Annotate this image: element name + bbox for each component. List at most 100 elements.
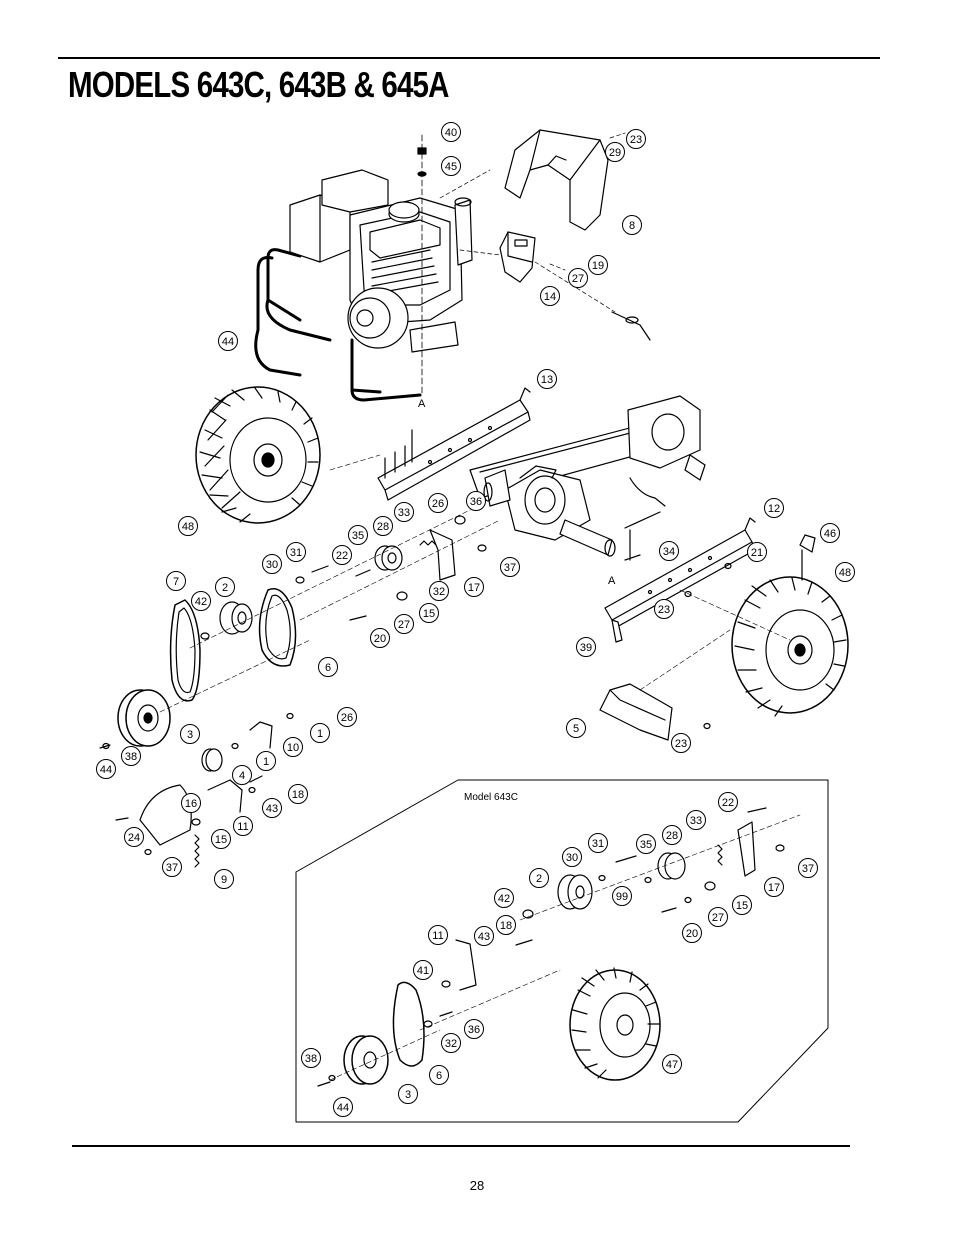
callout-bubble	[233, 816, 253, 836]
callout-number: 11	[432, 930, 443, 942]
callout-bubble	[191, 591, 211, 611]
callout-number: 48	[839, 567, 851, 579]
callout-bubble	[464, 1019, 484, 1039]
main-callout-40: 40	[441, 122, 461, 142]
callout-number: 17	[768, 882, 780, 894]
main-callout-24: 24	[124, 827, 144, 847]
callout-bubble	[626, 129, 646, 149]
callout-bubble	[124, 827, 144, 847]
callout-number: 35	[640, 839, 652, 851]
callout-number: 20	[686, 928, 698, 940]
callout-number: 44	[337, 1102, 349, 1114]
callout-number: 2	[536, 873, 542, 885]
callout-number: 39	[580, 642, 592, 654]
callout-number: 17	[468, 582, 480, 594]
callout-number: 18	[292, 789, 304, 801]
main-callout-23: 23	[671, 733, 691, 753]
callout-number: 28	[666, 830, 678, 842]
callout-bubble	[288, 784, 308, 804]
main-callout-23: 23	[626, 129, 646, 149]
callout-bubble	[708, 907, 728, 927]
callout-number: 9	[221, 874, 227, 886]
callout-bubble	[398, 1084, 418, 1104]
callout-bubble	[286, 542, 306, 562]
callout-number: 13	[541, 374, 553, 386]
callout-number: 19	[592, 260, 604, 272]
callout-bubble	[370, 628, 390, 648]
callout-bubble	[494, 888, 514, 908]
callout-number: 48	[182, 521, 194, 533]
callout-number: 34	[663, 546, 675, 558]
callout-number: 15	[423, 608, 435, 620]
main-callout-43: 43	[262, 798, 282, 818]
main-callout-15: 15	[419, 603, 439, 623]
callout-number: 27	[712, 912, 724, 924]
callout-bubble	[500, 557, 520, 577]
callout-number: 42	[498, 893, 510, 905]
callout-bubble	[166, 571, 186, 591]
callout-number: 6	[325, 662, 331, 674]
callout-bubble	[373, 516, 393, 536]
inset-callout-27: 27	[708, 907, 728, 927]
inset-callout-44: 44	[333, 1097, 353, 1117]
callout-bubble	[121, 746, 141, 766]
callout-bubble	[835, 562, 855, 582]
main-callout-19: 19	[588, 255, 608, 275]
callout-bubble	[413, 960, 433, 980]
callout-number: 26	[432, 498, 444, 510]
top-rule	[58, 57, 880, 59]
inset-callout-43: 43	[474, 926, 494, 946]
main-callout-45: 45	[441, 156, 461, 176]
callout-number: 45	[445, 161, 457, 173]
callout-number: 44	[100, 764, 112, 776]
main-callout-2: 2	[215, 577, 235, 597]
belt-cover	[504, 129, 609, 231]
callout-number: 27	[572, 273, 584, 285]
callout-bubble	[622, 215, 642, 235]
callout-number: 44	[222, 336, 234, 348]
callout-bubble	[764, 498, 784, 518]
callout-bubble	[659, 541, 679, 561]
callout-bubble	[820, 523, 840, 543]
callout-number: 14	[544, 291, 556, 303]
callout-bubble	[718, 792, 738, 812]
callout-number: 36	[468, 1024, 480, 1036]
callout-bubble	[441, 1033, 461, 1053]
inset-callout-47: 47	[662, 1054, 682, 1074]
main-callout-7: 7	[166, 571, 186, 591]
main-callout-32: 32	[429, 581, 449, 601]
callout-bubble	[654, 599, 674, 619]
inset-callout-99: 99	[612, 886, 632, 906]
inset-callout-35: 35	[636, 834, 656, 854]
callout-bubble	[262, 798, 282, 818]
callout-number: 37	[802, 863, 814, 875]
main-callout-13: 13	[537, 369, 557, 389]
callout-number: 21	[751, 547, 763, 559]
callout-number: 31	[290, 547, 302, 559]
main-callout-38: 38	[121, 746, 141, 766]
callout-number: 7	[173, 576, 179, 588]
main-callout-21: 21	[747, 542, 767, 562]
callout-bubble	[348, 525, 368, 545]
callout-bubble	[671, 733, 691, 753]
pulley-group	[117, 540, 445, 868]
main-callout-17: 17	[464, 577, 484, 597]
inset-callout-22: 22	[718, 792, 738, 812]
callout-number: 20	[374, 633, 386, 645]
main-callout-12: 12	[764, 498, 784, 518]
inset-callout-15: 15	[732, 895, 752, 915]
main-callout-48: 48	[835, 562, 855, 582]
callout-bubble	[612, 886, 632, 906]
main-callout-30: 30	[262, 554, 282, 574]
main-callout-14: 14	[540, 286, 560, 306]
callout-bubble	[429, 581, 449, 601]
callout-bubble	[605, 142, 625, 162]
callout-number: 1	[263, 756, 269, 768]
main-callout-4: 4	[232, 765, 252, 785]
callout-number: 37	[504, 562, 516, 574]
callout-number: 42	[195, 596, 207, 608]
left-frame-rail	[377, 387, 531, 501]
callout-bubble	[318, 657, 338, 677]
